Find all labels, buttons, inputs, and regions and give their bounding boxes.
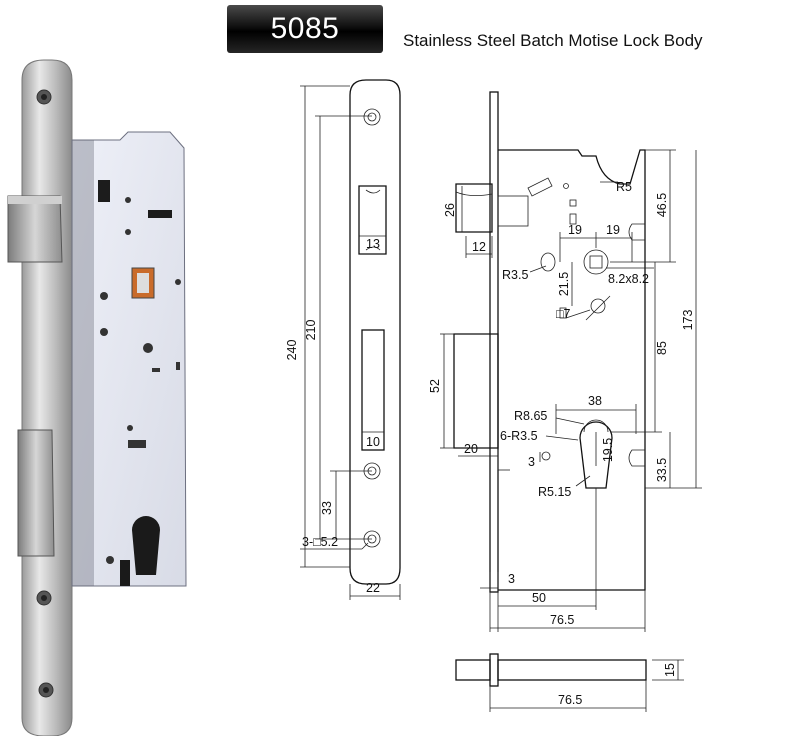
case-drawing [440, 91, 702, 632]
dim-21-5: 21.5 [557, 272, 571, 296]
dim-38: 38 [588, 394, 602, 408]
dim-15: 15 [663, 663, 677, 677]
lock-case [71, 131, 187, 587]
dim-46-5: 46.5 [655, 193, 669, 217]
dim-square-7: □7 [556, 307, 571, 321]
dim-12: 12 [472, 240, 486, 254]
dim-76-5-bolt: 76.5 [558, 693, 582, 707]
dim-10: 10 [366, 435, 380, 449]
dim-3-small: 3 [528, 455, 535, 469]
dead-bolt [17, 429, 55, 557]
dim-r3-5: R3.5 [502, 268, 528, 282]
dim-r5: R5 [616, 180, 632, 194]
dim-3-bottom: 3 [508, 572, 515, 586]
dim-26: 26 [443, 203, 457, 217]
dim-6-r3-5: 6-R3.5 [500, 429, 538, 443]
dim-19-right: 19 [606, 223, 620, 237]
dim-19-left: 19 [568, 223, 582, 237]
model-number: 5085 [270, 12, 340, 45]
product-title: Stainless Steel Batch Motise Lock Body [403, 31, 703, 50]
dim-8-2x8-2: 8.2x8.2 [608, 272, 649, 286]
faceplate-drawing [300, 79, 401, 600]
dim-r5-15: R5.15 [538, 485, 571, 499]
dim-50: 50 [532, 591, 546, 605]
cylinder-hole [132, 516, 160, 575]
dim-19-5: 19.5 [601, 438, 615, 462]
bolt-drawing [455, 653, 684, 712]
dim-r8-65: R8.65 [514, 409, 547, 423]
faceplate [21, 59, 73, 736]
model-badge: 5085 [227, 5, 383, 53]
lock-body-photo [7, 59, 187, 736]
dim-210: 210 [304, 320, 318, 341]
dim-173: 173 [681, 310, 695, 331]
dim-33-5: 33.5 [655, 458, 669, 482]
dim-20: 20 [464, 442, 478, 456]
dim-33: 33 [320, 501, 334, 515]
dim-52: 52 [428, 379, 442, 393]
dim-85: 85 [655, 341, 669, 355]
dim-3-5-2: 3-□5.2 [302, 535, 338, 549]
dim-76-5-case: 76.5 [550, 613, 574, 627]
dim-240: 240 [285, 340, 299, 361]
dim-22: 22 [366, 581, 380, 595]
latch-bolt [7, 195, 63, 263]
dim-13: 13 [366, 237, 380, 251]
